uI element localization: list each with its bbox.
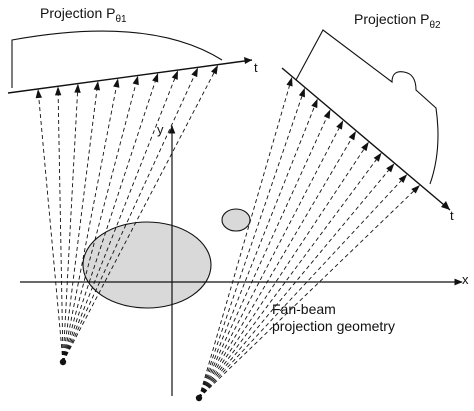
fan-2-ray-arrowhead [398,174,408,183]
fan-1-ray [62,78,176,363]
fan-1-ray-arrowhead [210,65,218,75]
fan-2-ray [198,117,328,399]
fan-2-ray [198,127,340,399]
fan-1-ray-arrowhead [113,78,120,88]
fan-2-ray [198,170,389,399]
detector-line-1 [7,59,253,94]
fan-1-ray-arrowhead [74,83,81,93]
fan-1-ray-arrowhead [54,86,62,96]
x-ray-source-1 [59,358,67,366]
small-feature-ellipse [221,208,251,232]
y-axis-label: y [157,122,164,137]
fan-1-ray-arrowhead [191,67,198,78]
fan-1-ray [62,72,215,363]
fan-2-ray-arrowhead [336,120,344,130]
object-ellipse [82,221,212,309]
fan-1-ray [62,87,117,363]
fan-2-ray [198,96,303,399]
fan-1-ray [62,89,98,363]
fan-2-ray [198,159,377,399]
fan-1-ray [62,81,156,363]
fan-2-ray [198,138,352,399]
projection-label-2: Projection Pθ2 [354,11,441,31]
projection-profile-2 [295,29,439,185]
fan-1-ray-arrowhead [171,70,178,80]
t-axis-label-1: t [254,60,258,75]
projection-profile-1 [11,30,223,88]
caption-line-1: Fan-beam [272,301,336,317]
fan-2-ray-arrowhead [386,163,395,173]
projection-label-1: Projection Pθ1 [40,5,127,25]
fan-1-ray-arrowhead [132,75,139,86]
t-axis-label-2: t [450,208,454,223]
fan-2-ray-arrowhead [286,77,293,87]
fan-2-ray [198,85,290,399]
fan-1-ray [62,84,137,363]
fan-1-ray-arrowhead [35,89,43,99]
detector-line-2 [281,67,451,211]
caption-line-2: projection geometry [272,318,395,334]
detector-line-1-arrowhead [244,57,252,64]
fan-2-ray-arrowhead [311,98,318,109]
fan-2-ray-arrowhead [323,109,331,119]
x-ray-source-2 [195,394,203,402]
detector-line-2-arrowhead [441,201,450,210]
fan-2-ray-arrowhead [298,87,305,98]
fan-2-ray-arrowhead [411,185,420,194]
fan-1-ray-arrowhead [93,81,101,91]
fan-2-ray-arrowhead [373,152,382,162]
fan-2-ray-arrowhead [348,131,356,141]
fan-beam-1 [35,65,218,363]
fan-2-ray-arrowhead [361,141,369,152]
fan-2-ray [198,149,365,399]
fan-2-ray [198,106,315,399]
fan-2-ray [198,190,414,399]
fan-1-ray [62,92,78,363]
fan-1-ray [57,95,64,363]
fan-beam-2 [198,77,420,399]
fan-1-ray-arrowhead [152,73,159,83]
fan-2-ray [198,180,402,399]
fan-1-ray [38,97,64,363]
x-axis-label: x [462,272,469,287]
fan-1-ray [62,75,195,363]
